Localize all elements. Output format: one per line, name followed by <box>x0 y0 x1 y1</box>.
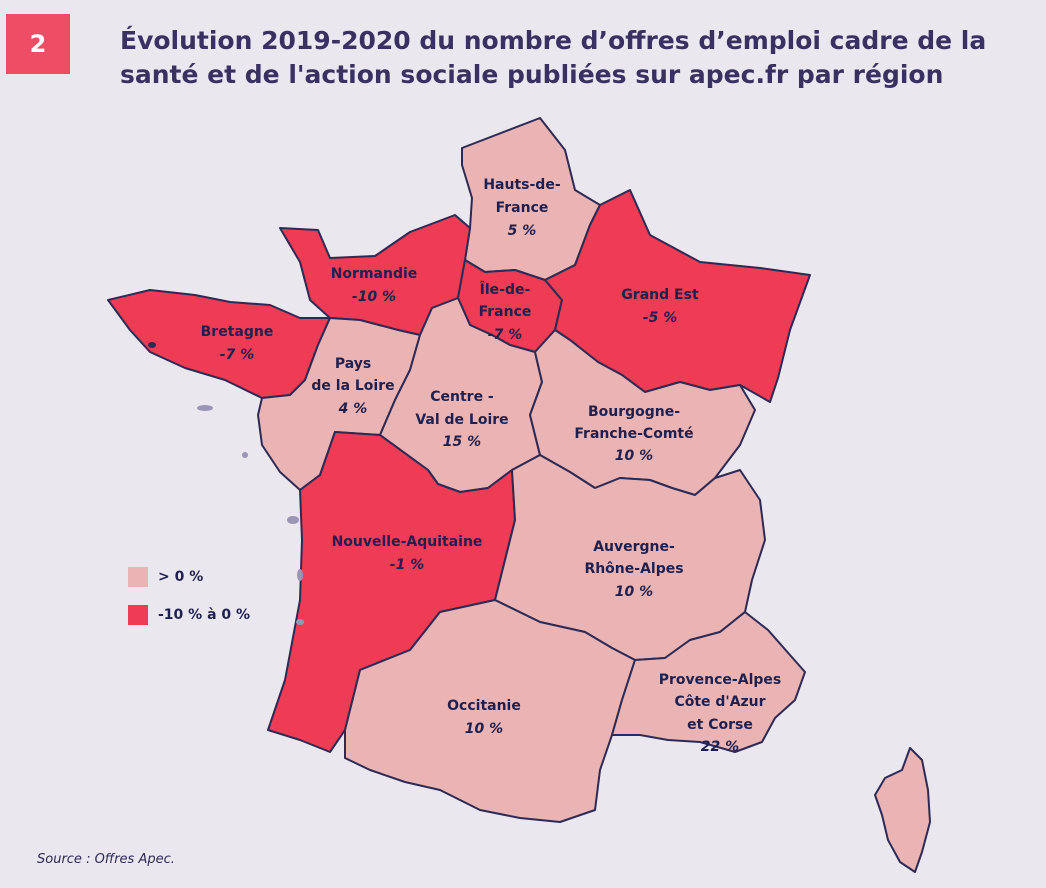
region-value: -10 % <box>352 289 396 305</box>
region-name: Côte d'Azur <box>674 694 765 710</box>
region-value: 4 % <box>338 401 368 417</box>
region-name: France <box>479 304 532 320</box>
legend-item-negative: -10 % à 0 % <box>128 603 250 627</box>
label-ile-de-france: Île-de- France -7 % <box>479 281 532 343</box>
label-nouvelle-aquitaine: Nouvelle-Aquitaine -1 % <box>332 534 483 573</box>
region-value: 10 % <box>615 448 653 464</box>
legend-item-positive: > 0 % <box>128 565 250 589</box>
label-bourgogne-franche-comte: Bourgogne- Franche-Comté 10 % <box>574 404 693 464</box>
region-name: Hauts-de- <box>483 177 560 193</box>
title-line-2: santé et de l'action sociale publiées su… <box>120 60 944 89</box>
region-value: -7 % <box>220 347 254 363</box>
label-centre-val-de-loire: Centre - Val de Loire 15 % <box>415 389 508 450</box>
region-paca <box>611 611 806 753</box>
region-value: 22 % <box>701 739 739 755</box>
region-name: Provence-Alpes <box>659 672 781 688</box>
island <box>148 342 156 348</box>
island <box>297 569 303 581</box>
label-grand-est: Grand Est -5 % <box>621 287 699 326</box>
region-name: Occitanie <box>447 698 521 714</box>
region-value: -5 % <box>643 310 677 326</box>
region-name: Centre - <box>430 389 494 405</box>
source-note: Source : Offres Apec. <box>37 852 175 867</box>
region-name: et Corse <box>687 717 753 733</box>
figure-number-badge: 2 <box>6 14 70 74</box>
region-name: Pays <box>335 356 371 372</box>
map-title: Évolution 2019-2020 du nombre d’offres d… <box>120 24 1020 92</box>
region-value: 5 % <box>508 223 537 239</box>
legend-label: > 0 % <box>158 569 204 585</box>
island <box>197 405 213 411</box>
region-name: de la Loire <box>311 378 394 394</box>
region-name: Normandie <box>331 266 418 282</box>
region-corse <box>874 747 931 873</box>
island <box>242 452 248 458</box>
label-occitanie: Occitanie 10 % <box>447 698 521 737</box>
title-line-1: Évolution 2019-2020 du nombre d’offres d… <box>120 26 987 55</box>
label-paca-corse: Provence-Alpes Côte d'Azur et Corse 22 % <box>659 672 781 755</box>
region-name: Grand Est <box>621 287 699 303</box>
legend-label: -10 % à 0 % <box>158 607 251 623</box>
label-pays-de-la-loire: Pays de la Loire 4 % <box>311 356 394 417</box>
region-name: Île-de- <box>480 281 531 298</box>
region-name: Auvergne- <box>593 539 675 555</box>
label-bretagne: Bretagne -7 % <box>201 324 274 363</box>
legend-swatch-negative <box>128 605 148 625</box>
legend: > 0 % -10 % à 0 % <box>128 565 250 641</box>
region-value: 10 % <box>465 721 503 737</box>
region-value: -1 % <box>390 557 424 573</box>
label-normandie: Normandie -10 % <box>331 266 418 305</box>
region-name: Franche-Comté <box>574 426 693 442</box>
label-hauts-de-france: Hauts-de- France 5 % <box>483 177 560 239</box>
region-name: France <box>496 200 549 216</box>
region-bretagne <box>107 289 331 399</box>
island <box>296 619 304 625</box>
region-name: Bourgogne- <box>588 404 680 420</box>
legend-swatch-positive <box>128 567 148 587</box>
region-name: Nouvelle-Aquitaine <box>332 534 483 550</box>
island <box>287 516 299 524</box>
region-occitanie <box>344 599 636 823</box>
region-name: Rhône-Alpes <box>584 561 683 577</box>
label-auvergne-rhone-alpes: Auvergne- Rhône-Alpes 10 % <box>584 539 683 600</box>
region-value: -7 % <box>488 327 522 343</box>
region-value: 15 % <box>443 434 481 450</box>
region-name: Bretagne <box>201 324 274 340</box>
region-name: Val de Loire <box>415 412 508 428</box>
region-value: 10 % <box>615 584 653 600</box>
